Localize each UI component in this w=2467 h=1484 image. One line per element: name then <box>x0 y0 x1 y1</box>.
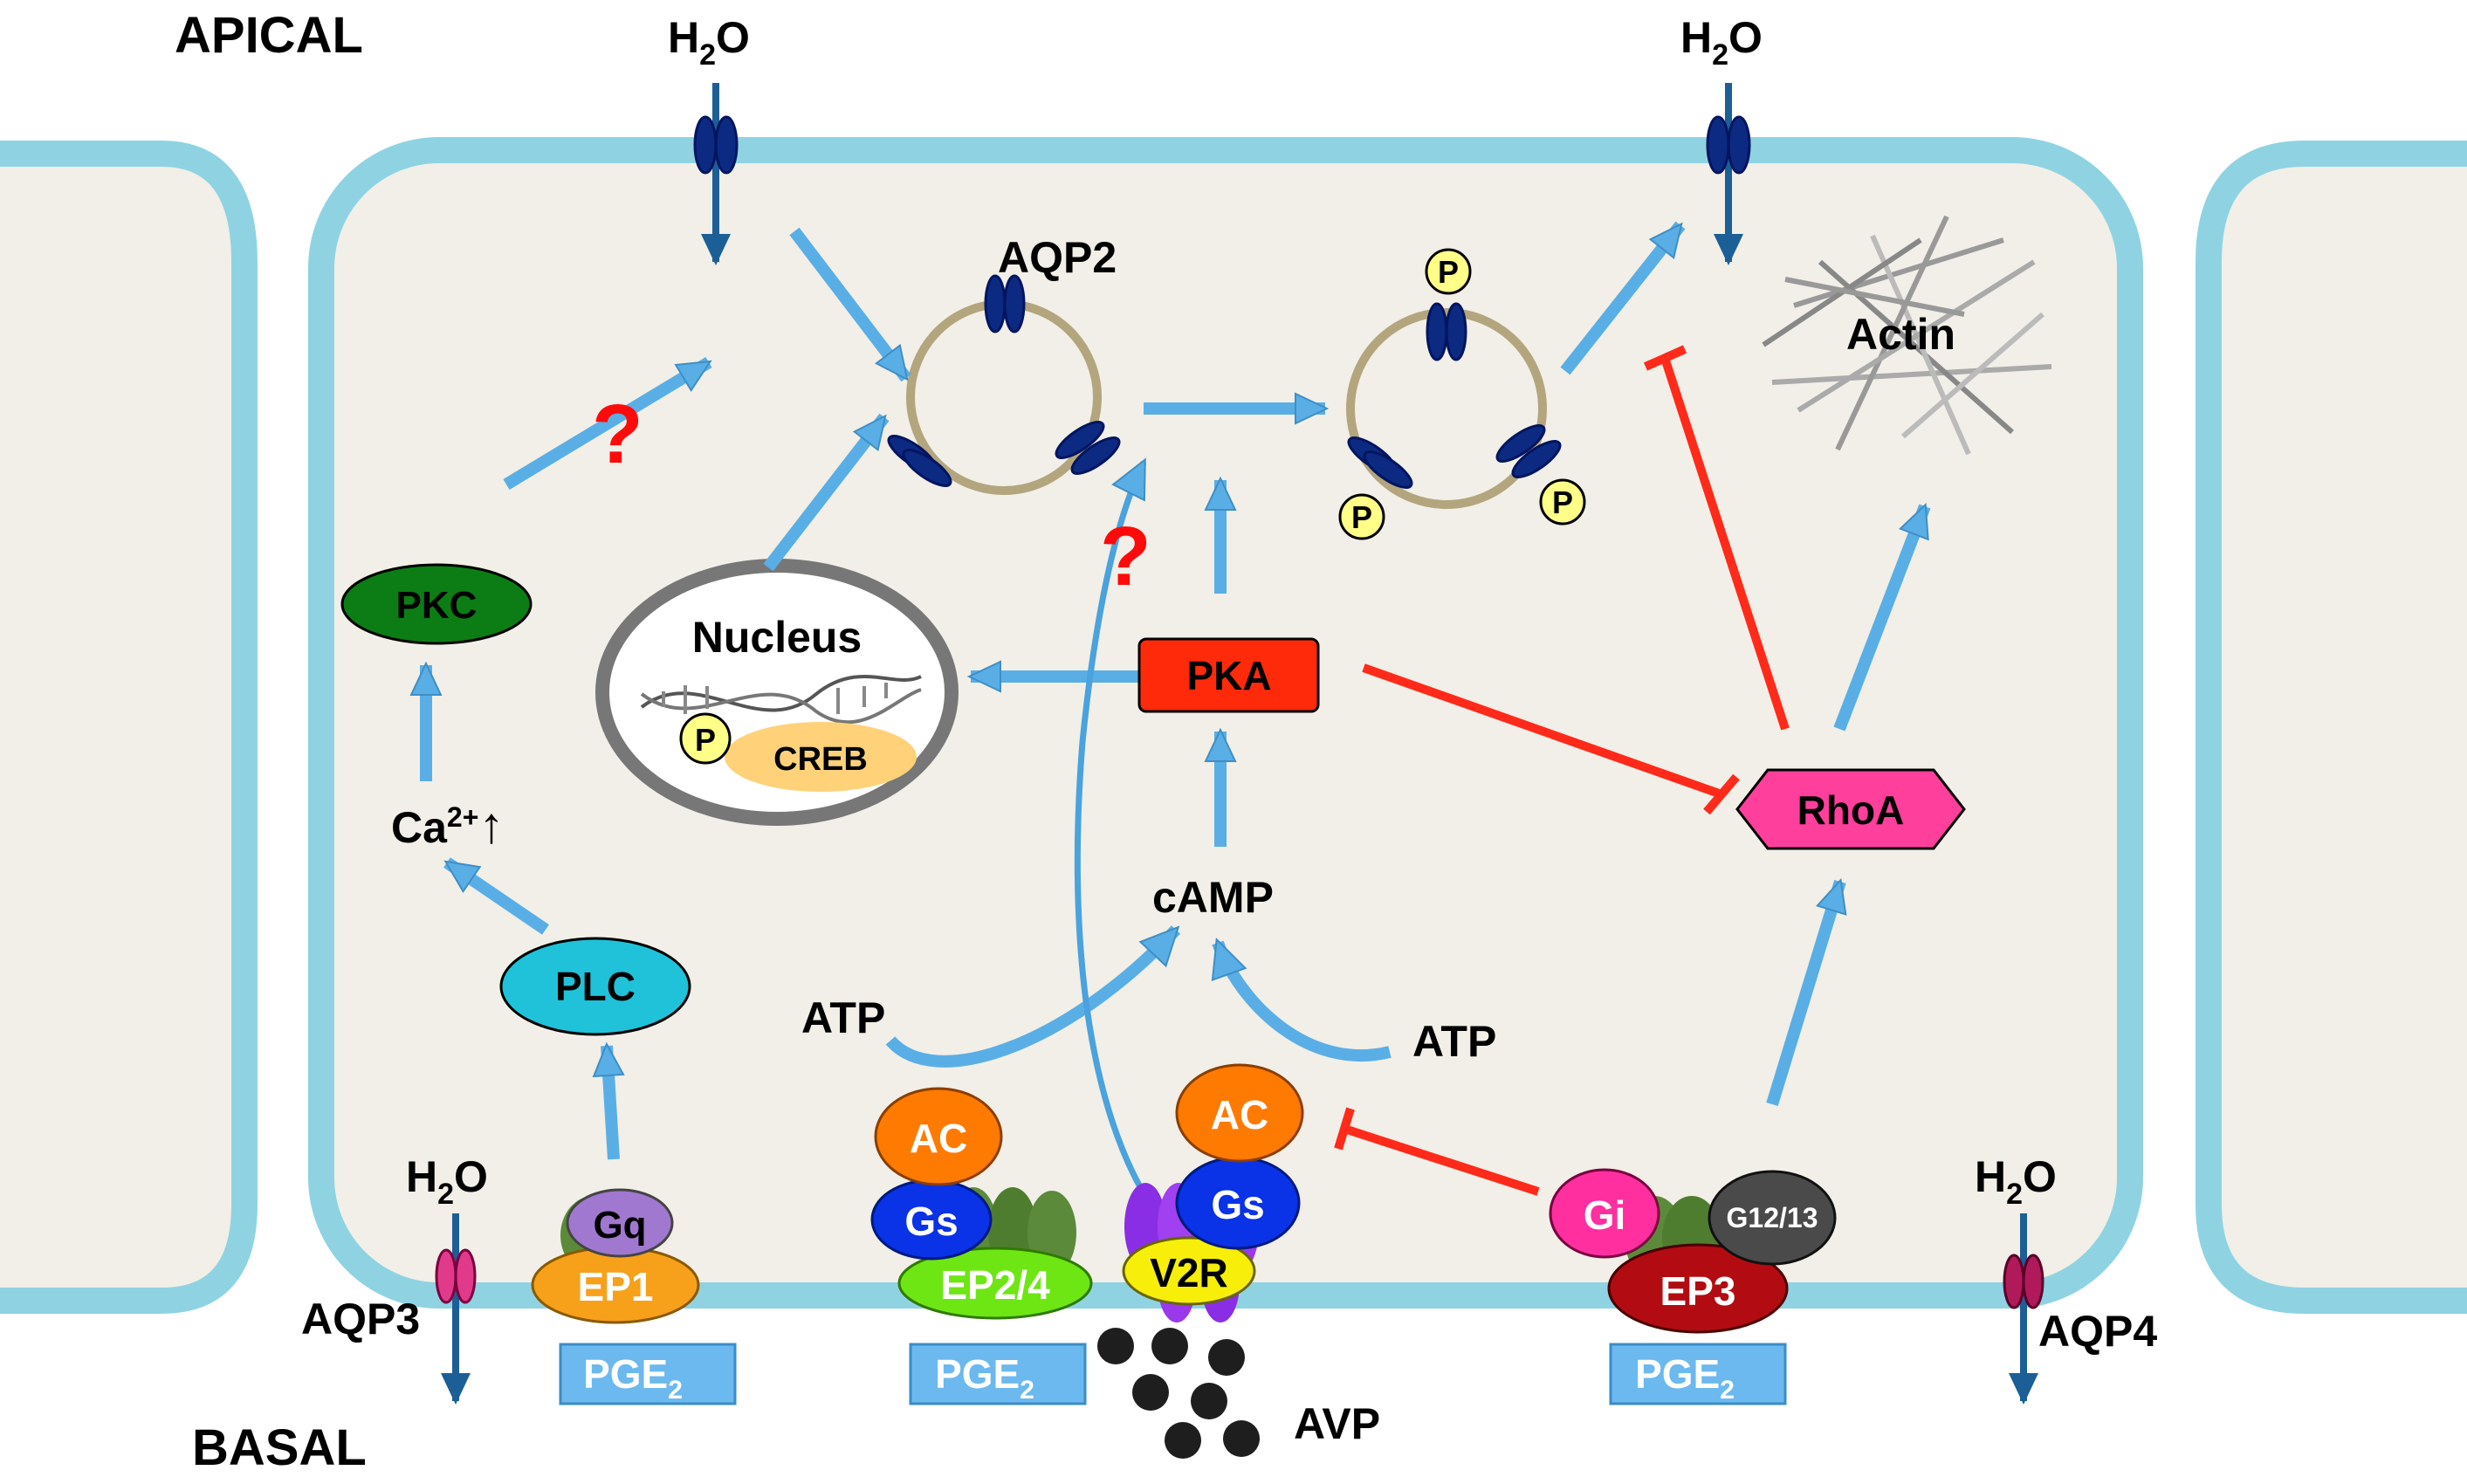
pge2-ligand: PGE2 <box>909 1343 1087 1405</box>
pka-node: PKA <box>1137 637 1320 713</box>
nucleus-label: Nucleus <box>692 613 862 662</box>
svg-text:PKC: PKC <box>396 584 478 627</box>
aqp3-label: AQP3 <box>301 1295 420 1343</box>
phospho-badge: P <box>1425 248 1472 295</box>
pge2-ligand: PGE2 <box>559 1343 737 1405</box>
aqp4-label: AQP4 <box>2038 1307 2157 1356</box>
phospho-badge: P <box>1539 478 1586 526</box>
svg-text:P: P <box>1552 484 1573 520</box>
nucleus: Nucleus CREB P <box>595 559 959 826</box>
svg-text:P: P <box>1438 254 1459 290</box>
svg-text:AC: AC <box>1211 1092 1268 1137</box>
atp-to-camp-arrows <box>885 925 1392 1068</box>
svg-text:PLC: PLC <box>555 964 636 1009</box>
aqp2-channel-icon <box>1706 115 1730 175</box>
apical-label: APICAL <box>175 7 363 64</box>
svg-text:PGE2: PGE2 <box>583 1351 683 1405</box>
basolateral-water-aqp3: H2O AQP3 <box>301 1152 488 1405</box>
basolateral-water-aqp4: H2O AQP4 <box>1975 1152 2157 1405</box>
svg-text:PKA: PKA <box>1186 653 1271 698</box>
aqp4-channel-icon <box>2003 1254 2025 1309</box>
actin-filaments-icon <box>1762 215 2052 456</box>
avp-molecules <box>1097 1328 1260 1459</box>
svg-text:EP1: EP1 <box>578 1264 654 1309</box>
dna-helix-icon <box>640 675 922 725</box>
activation-arrows <box>426 221 1931 1160</box>
svg-text:V2R: V2R <box>1150 1250 1227 1295</box>
plc-node: PLC <box>499 937 691 1036</box>
v2r-receptor-complex: V2R Gs AC <box>1122 1063 1304 1323</box>
svg-text:EP2/4: EP2/4 <box>940 1262 1050 1308</box>
svg-text:PGE2: PGE2 <box>935 1351 1034 1405</box>
camp-label: cAMP <box>1152 873 1274 922</box>
right-neighbor-cell <box>2196 141 2467 1314</box>
svg-text:Gi: Gi <box>1584 1192 1626 1238</box>
svg-text:P: P <box>695 722 716 758</box>
aqp2-label: AQP2 <box>998 233 1117 282</box>
svg-text:H2O: H2O <box>1975 1152 2057 1211</box>
apical-water-left: H2O <box>668 13 750 265</box>
svg-text:Gq: Gq <box>593 1204 646 1247</box>
ep1-receptor-complex: EP1 Gq PGE2 <box>531 1188 737 1405</box>
apical-water-right: H2O <box>1680 13 1763 265</box>
rhoa-node: RhoA <box>1735 768 1966 850</box>
unknown-link-mark: ? <box>592 388 643 481</box>
aqp3-channel-icon <box>435 1248 457 1304</box>
svg-text:G12/13: G12/13 <box>1727 1202 1818 1233</box>
v2r-trafficking-arrow <box>1074 463 1207 1268</box>
avp-label: AVP <box>1294 1399 1380 1448</box>
ep24-receptor-complex: EP2/4 Gs AC PGE2 <box>870 1087 1093 1405</box>
creb-label: CREB <box>773 741 868 778</box>
phosphorylated-aqp2-vesicle: P P P <box>1338 248 1586 540</box>
atp-label-right: ATP <box>1412 1017 1496 1066</box>
svg-text:AC: AC <box>910 1116 967 1161</box>
calcium-label: Ca2+↑ <box>391 797 504 854</box>
ep3-receptor-complex: EP3 Gi G12/13 PGE2 <box>1549 1168 1837 1405</box>
svg-text:EP3: EP3 <box>1660 1268 1736 1314</box>
left-neighbor-cell <box>0 141 258 1314</box>
inhibition-lines <box>1334 345 1790 1196</box>
svg-text:H2O: H2O <box>1680 13 1763 72</box>
svg-text:Gs: Gs <box>1211 1182 1264 1227</box>
svg-text:Gs: Gs <box>904 1199 958 1244</box>
atp-label-left: ATP <box>801 993 885 1042</box>
phospho-badge: P <box>679 712 732 765</box>
phospho-badge: P <box>1338 493 1385 540</box>
svg-text:P: P <box>1351 499 1372 535</box>
pkc-node: PKC <box>340 563 533 645</box>
basal-label: BASAL <box>192 1419 367 1476</box>
aqp2-vesicle <box>887 274 1121 495</box>
svg-text:H2O: H2O <box>668 13 750 72</box>
unknown-link-mark: ? <box>1100 510 1151 603</box>
svg-text:RhoA: RhoA <box>1797 787 1905 833</box>
actin-label: Actin <box>1846 310 1955 359</box>
svg-text:H2O: H2O <box>406 1152 488 1211</box>
svg-text:PGE2: PGE2 <box>1635 1351 1735 1405</box>
pge2-ligand: PGE2 <box>1609 1343 1787 1405</box>
aqp2-channel-icon <box>693 115 718 175</box>
